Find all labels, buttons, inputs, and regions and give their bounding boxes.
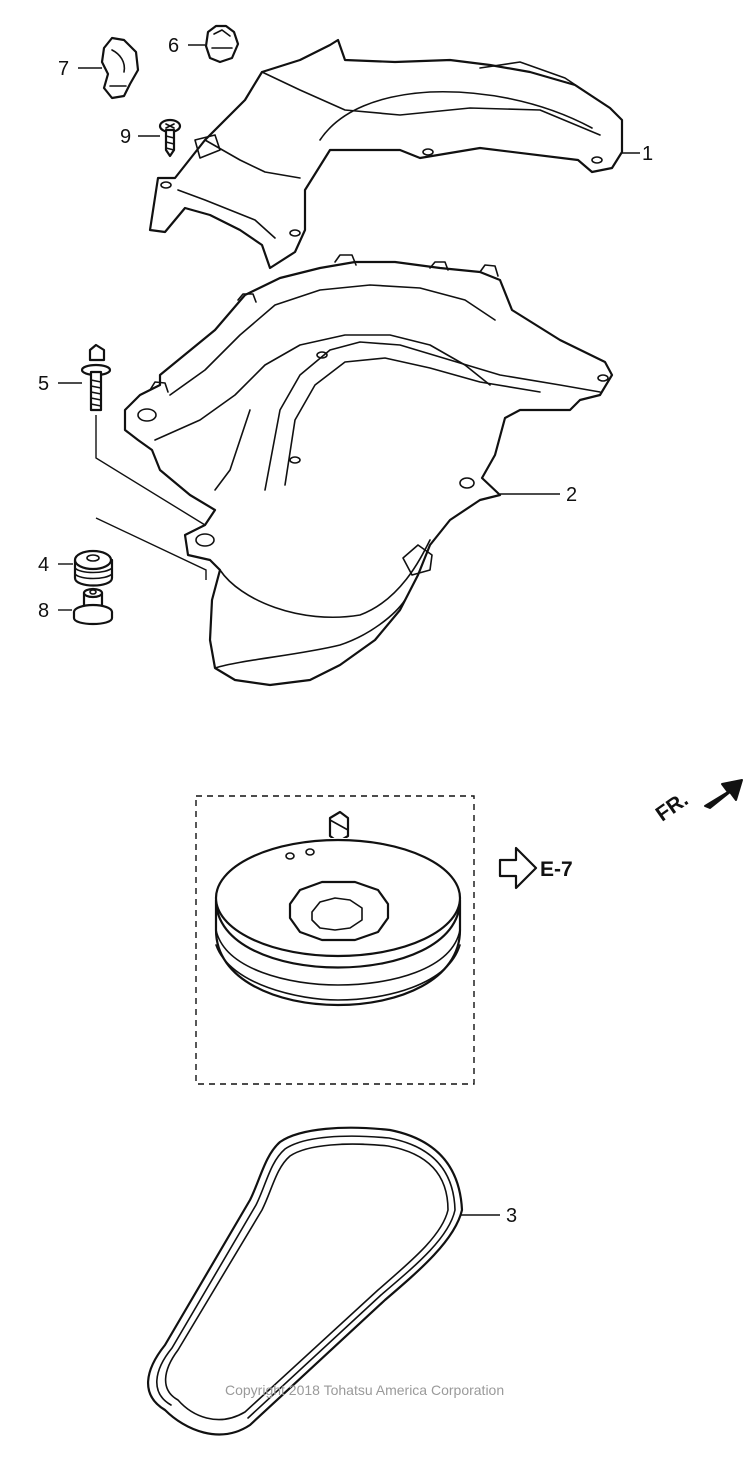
part-5-bolt[interactable] [80,343,112,412]
reference-arrow-icon [498,846,538,890]
reference-label: E-7 [540,858,573,881]
callout-5: 5 [38,373,49,395]
callout-1: 1 [642,143,653,165]
dashed-assembly-box [195,795,475,1085]
callout-7: 7 [58,58,69,80]
pulley [214,838,462,1007]
copyright-text: Copyright 2018 Tohatsu America Corporati… [225,1382,504,1398]
leader-lines [58,44,640,1216]
callout-8: 8 [38,600,49,622]
part-8-collar[interactable] [72,587,114,626]
callout-numbers: 1 2 3 4 5 6 7 8 9 [38,35,653,1227]
part-6-clip[interactable] [204,24,240,64]
leader-bolt-to-housing [95,415,206,526]
pulley-assembly-group[interactable] [195,795,475,1085]
front-label: FR. [652,788,693,826]
callout-2: 2 [566,484,577,506]
front-arrow-icon [704,779,743,809]
callout-3: 3 [506,1205,517,1227]
part-2-lower-housing[interactable] [123,254,614,687]
callout-4: 4 [38,554,49,576]
reference-e7[interactable]: E-7 [498,846,573,890]
part-4-grommet[interactable] [73,549,114,587]
leader-grommet-to-housing [95,517,207,580]
callout-9: 9 [120,126,131,148]
part-3-belt[interactable] [147,1126,464,1436]
callout-6: 6 [168,35,179,57]
part-1-upper-cover[interactable] [148,38,624,270]
part-7-clamp[interactable] [100,36,140,100]
part-9-screw[interactable] [158,118,182,158]
front-direction-indicator: FR. [652,779,743,826]
